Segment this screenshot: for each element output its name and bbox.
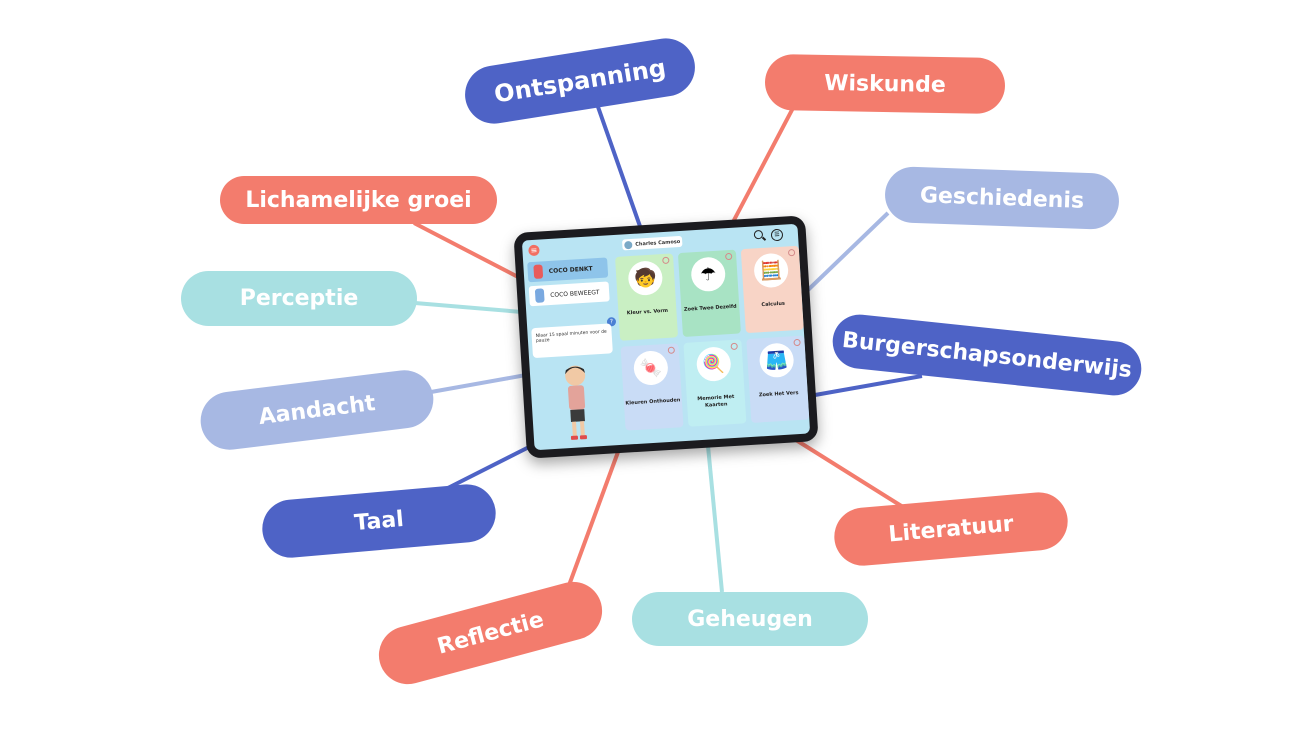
filter-icon[interactable]: ☰ <box>770 228 784 242</box>
avatar <box>624 240 633 249</box>
activity-card[interactable]: 🧮 Calculus <box>740 245 804 334</box>
tablet: ≡ Charles Camoso ☰ COCO DENKT COCO BEWEE… <box>513 215 819 459</box>
sidebar: COCO DENKT COCO BEWEEGT ? Nlaar 15 spaal… <box>527 257 621 440</box>
sidebar-item-label: COCO BEWEEGT <box>550 288 600 299</box>
activity-card[interactable]: 🍭 Memorie Met Kaarten <box>683 339 747 427</box>
card-label: Zoek Twee Dezelfd <box>683 303 737 313</box>
card-label: Kleuren Onthouden <box>625 397 681 407</box>
connector-line <box>794 438 905 509</box>
tablet-screen: ≡ Charles Camoso ☰ COCO DENKT COCO BEWEE… <box>521 223 811 451</box>
card-label: Kleur vs. Vorm <box>626 307 669 317</box>
card-label: Memorie Met Kaarten <box>697 393 735 409</box>
connector-line <box>814 374 923 397</box>
card-label: Calculus <box>761 300 786 309</box>
connector-line <box>566 451 620 589</box>
speech-bubble: Nlaar 15 spaal minuten voor de pauze <box>531 323 613 359</box>
umbrella-icon: ☂ <box>690 256 727 293</box>
connector-line <box>706 445 724 593</box>
connector-line <box>595 103 644 233</box>
sidebar-item-coco-beweegt[interactable]: COCO BEWEEGT <box>528 281 610 307</box>
activity-grid: 🧒 Kleur vs. Vorm ☂ Zoek Twee Dezelfd 🧮 C… <box>615 245 810 436</box>
gumball-icon: 🍬 <box>632 349 669 386</box>
candy-icon: 🍭 <box>695 346 732 383</box>
menu-icon[interactable]: ≡ <box>528 244 540 257</box>
sidebar-item-label: COCO DENKT <box>548 264 593 275</box>
search-icon[interactable] <box>753 229 764 240</box>
boy-icon <box>533 264 544 279</box>
topic-lichamelijke-groei: Lichamelijke groei <box>220 176 497 224</box>
card-label: Zoek Het Vers <box>758 390 799 399</box>
activity-card[interactable]: ☂ Zoek Twee Dezelfd <box>677 249 741 337</box>
favorite-icon[interactable] <box>787 248 796 257</box>
boy-icon <box>534 288 545 303</box>
topic-geheugen: Geheugen <box>632 592 868 646</box>
sidebar-item-coco-denkt[interactable]: COCO DENKT <box>527 257 609 283</box>
activity-card[interactable]: 🍬 Kleuren Onthouden <box>620 343 684 431</box>
connector-line <box>439 442 536 494</box>
kid-character-icon <box>565 365 588 440</box>
user-chip[interactable]: Charles Camoso <box>621 235 683 251</box>
favorite-icon[interactable] <box>793 338 801 347</box>
topic-perceptie: Perceptie <box>181 271 417 326</box>
activity-card[interactable]: 🧒 Kleur vs. Vorm <box>615 253 679 341</box>
topic-geschiedenis: Geschiedenis <box>884 165 1120 231</box>
bubble-text: Nlaar 15 spaal minuten voor de pauze <box>535 329 607 344</box>
topic-wiskunde: Wiskunde <box>764 53 1006 115</box>
connector-line <box>806 211 890 292</box>
connector-line <box>413 221 521 280</box>
connector-line <box>430 373 527 394</box>
boy-icon: 🧒 <box>627 260 664 297</box>
activity-card[interactable]: 🩳 Zoek Het Vers <box>746 335 810 423</box>
favorite-icon[interactable] <box>662 256 670 265</box>
connector-line <box>414 301 523 314</box>
user-name: Charles Camoso <box>635 238 681 248</box>
favorite-icon[interactable] <box>730 342 738 351</box>
connector-line <box>731 107 795 223</box>
abacus-icon: 🧮 <box>753 252 790 289</box>
favorite-icon[interactable] <box>724 252 733 261</box>
favorite-icon[interactable] <box>667 346 676 354</box>
shorts-icon: 🩳 <box>758 342 795 379</box>
